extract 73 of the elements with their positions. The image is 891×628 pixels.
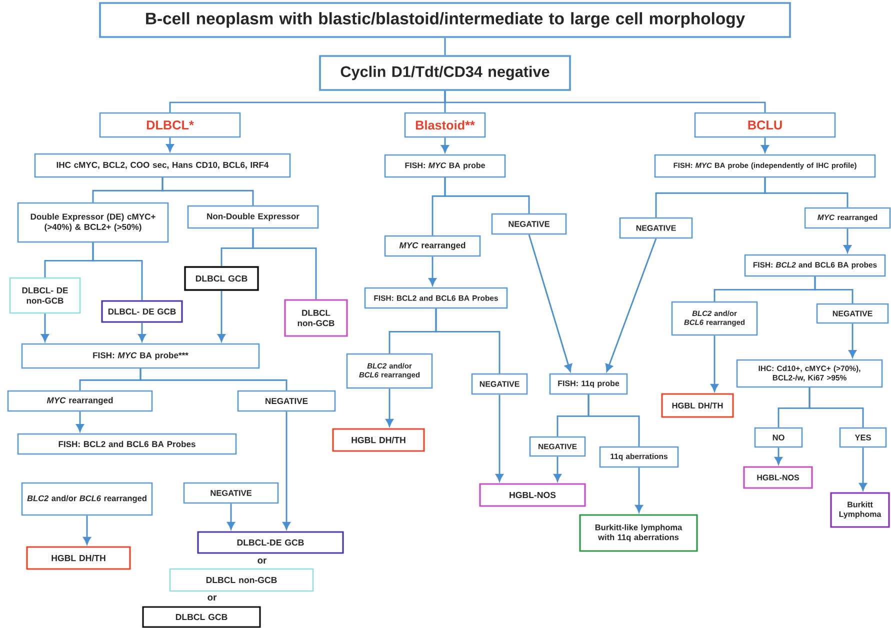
arrow <box>428 256 436 286</box>
diagnosis-box: DLBCL-DE GCB <box>197 531 344 554</box>
arrow <box>496 394 504 482</box>
diagnosis-box: DLBCL- DE non-GCB <box>9 277 81 314</box>
arrow <box>76 412 84 432</box>
connector-line <box>808 388 864 428</box>
diagnosis-box: DLBCL non-GCB <box>169 568 314 592</box>
diagnosis-box: Burkitt-like lymphoma with 11q aberrations <box>579 514 698 552</box>
arrow <box>441 138 449 153</box>
process-box: NEGATIVE <box>183 482 279 504</box>
connector-line <box>435 308 500 374</box>
diagnosis-box: DLBCL- DE GCB <box>101 300 183 323</box>
arrow <box>138 322 146 342</box>
connector-line <box>444 178 530 214</box>
or-label: or <box>208 595 217 601</box>
arrow <box>844 228 852 253</box>
process-box: NEGATIVE <box>619 217 693 239</box>
diagnosis-box: HGBL DH/TH <box>332 428 425 452</box>
connector-line <box>162 178 254 206</box>
arrow <box>227 504 235 530</box>
process-box: MYC rearranged <box>7 390 153 412</box>
diagnosis-box: HGBL-NOS <box>743 466 813 489</box>
connector-line <box>140 368 288 390</box>
arrow <box>166 138 174 152</box>
process-box: DLBCL* <box>99 112 241 138</box>
diagnosis-box: HGBL DH/TH <box>26 546 131 570</box>
connector-line <box>588 394 640 446</box>
arrow <box>218 290 226 342</box>
process-box: FISH: MYC BA probe*** <box>21 343 260 369</box>
process-box: IHC cMYC, BCL2, COO sec, Hans CD10, BCL6, IRF4 <box>34 153 291 178</box>
diagnosis-box: HGBL-NOS <box>479 483 586 507</box>
process-box: BCLU <box>694 112 836 138</box>
arrow <box>761 138 769 153</box>
diagnosis-box: DLBCL GCB <box>184 266 259 291</box>
connector-line <box>92 242 143 300</box>
process-box: BLC2 and/or BCL6 rearranged <box>21 482 153 516</box>
process-box: Blastoid** <box>404 112 486 138</box>
process-box: NEGATIVE <box>816 303 889 324</box>
arrow <box>528 234 572 372</box>
arrow <box>605 238 657 372</box>
arrow <box>83 516 91 545</box>
process-box: YES <box>839 427 887 448</box>
connector-line <box>764 178 848 208</box>
arrow <box>554 456 562 482</box>
process-box: NO <box>754 427 803 448</box>
connector-line <box>444 38 446 56</box>
arrow <box>386 388 394 427</box>
process-box: FISH: BCL2 and BCL6 BA Probes <box>17 433 237 455</box>
connector-line <box>444 90 766 112</box>
arrow <box>282 412 290 530</box>
connector-line <box>814 276 854 304</box>
process-box: NEGATIVE <box>237 390 336 412</box>
arrow <box>635 468 643 513</box>
diagnosis-box: DLBCL non-GCB <box>284 299 348 337</box>
diagnosis-box: Burkitt Lymphoma <box>830 492 890 528</box>
title-box: B-cell neoplasm with blastic/blastoid/intermediate to large cell morphology <box>99 2 791 38</box>
arrow <box>710 336 718 392</box>
diagnosis-box: HGBL DH/TH <box>661 393 734 418</box>
process-box: NEGATIVE <box>491 213 567 235</box>
arrow <box>848 324 856 358</box>
arrow <box>774 448 782 465</box>
arrow <box>41 314 49 342</box>
process-box: Double Expressor (DE) cMYC+ (>40%) & BCL2+ (>50%) <box>17 202 169 243</box>
process-box: NEGATIVE <box>471 373 528 395</box>
arrow <box>859 448 867 491</box>
process-box: Non-Double Expressor <box>187 205 319 229</box>
or-label: or <box>258 558 267 564</box>
process-box: FISH: 11q probe <box>549 373 628 395</box>
process-box: MYC rearranged <box>384 235 481 257</box>
diagnosis-box: DLBCL GCB <box>142 606 261 628</box>
connector-line <box>252 228 317 300</box>
process-box: Cyclin D1/Tdt/CD34 negative <box>319 55 571 91</box>
process-box: FISH: MYC BA probe <box>384 154 506 178</box>
